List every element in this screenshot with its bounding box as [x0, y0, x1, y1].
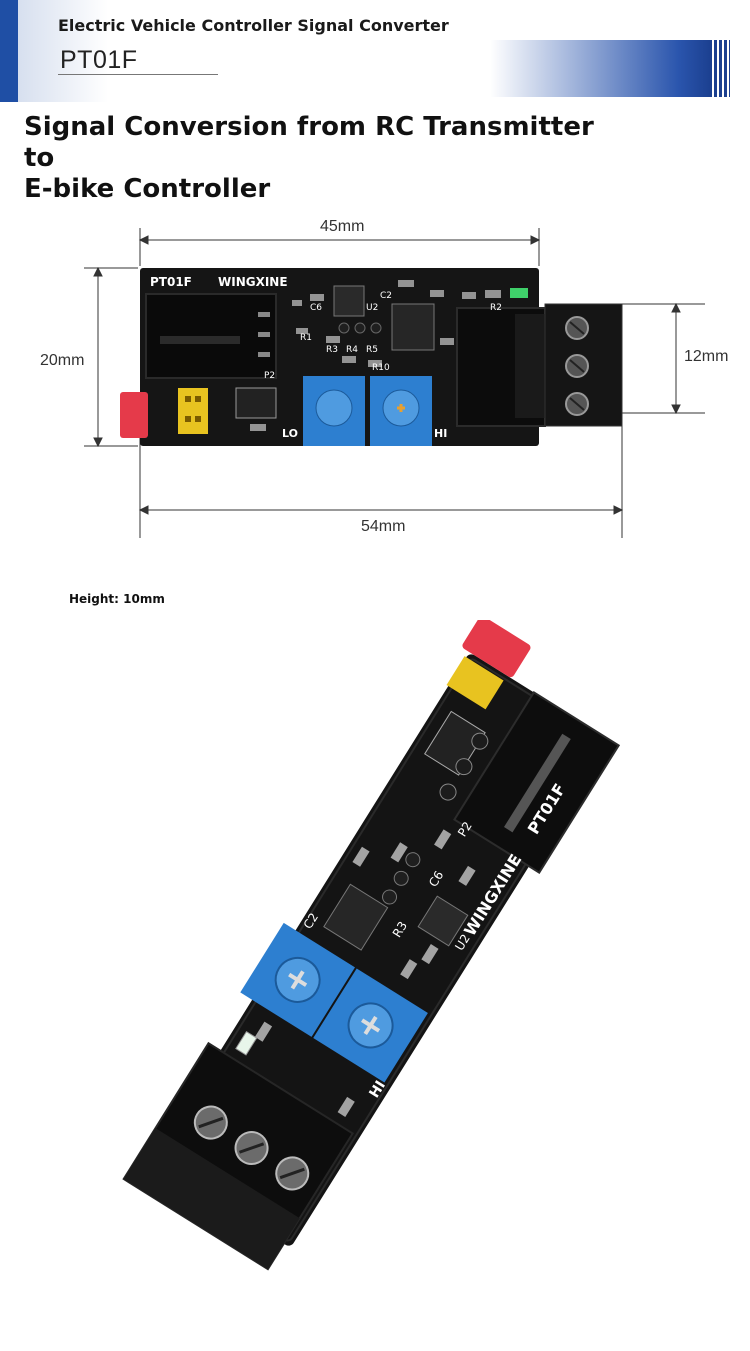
pcb-ref-labels: R3 R4 R5 R10 U2 C6 C2 R1 P2 R2 — [264, 291, 502, 381]
status-led — [510, 288, 528, 298]
photo-led — [235, 1030, 258, 1056]
photo-ref-p2: P2 — [455, 819, 475, 839]
photo-chip-main — [323, 883, 389, 951]
pcb-brand-text: WINGXINE — [218, 275, 288, 289]
header-accent-fade — [18, 0, 108, 102]
dim-total-length: 54mm — [361, 518, 406, 535]
yellow-header — [178, 388, 208, 434]
pcb-model-text: PT01F — [150, 275, 192, 289]
dim-width: 20mm — [40, 352, 85, 369]
ref-r2: R2 — [490, 303, 502, 313]
header-underline — [58, 74, 218, 75]
chip-main — [391, 303, 435, 351]
ref-r10: R10 — [372, 363, 390, 373]
ref-u2: U2 — [366, 303, 378, 313]
ref-r5: R5 — [366, 345, 378, 355]
header-accent-bar — [0, 0, 18, 102]
height-note: Height: 10mm — [69, 592, 165, 606]
ref-r1: R1 — [300, 333, 312, 343]
photo-yellow-header — [446, 656, 504, 710]
photo-regulator — [424, 710, 486, 776]
photo-red-jumper — [462, 616, 531, 678]
ref-r3: R3 — [326, 345, 338, 355]
dimension-diagram-svg: PT01F WINGXINE LO HI R3 R4 R5 R10 U2 C6 … — [84, 228, 705, 538]
ref-c2: C2 — [380, 291, 392, 301]
product-photo: WINGXINE PT01F HI P2 R3 C6 U2 C2 — [80, 616, 690, 1300]
pcb-hi-text: HI — [434, 427, 447, 440]
pcb-lo-text: LO — [282, 427, 298, 440]
chip-u2 — [333, 285, 365, 317]
header-subtitle: Electric Vehicle Controller Signal Conve… — [58, 16, 449, 35]
dim-pcb-length: 45mm — [320, 218, 365, 235]
ref-p2: P2 — [264, 371, 275, 381]
headline-line-1: Signal Conversion from RC Transmitter to — [24, 112, 594, 173]
page-headline: Signal Conversion from RC Transmitter to… — [24, 112, 624, 205]
dimension-lines — [84, 228, 705, 538]
photo-hi-text: HI — [366, 1078, 389, 1101]
ref-r4: R4 — [346, 345, 358, 355]
product-photo-svg: WINGXINE PT01F HI P2 R3 C6 U2 C2 — [122, 616, 621, 1271]
page-header: Electric Vehicle Controller Signal Conve… — [0, 0, 750, 102]
header-gradient-band — [490, 40, 712, 97]
header-stripes — [714, 40, 730, 97]
header-model: PT01F — [60, 46, 138, 74]
dim-terminal-width: 12mm — [684, 348, 729, 365]
dimension-diagram: PT01F WINGXINE LO HI R3 R4 R5 R10 U2 C6 … — [0, 210, 750, 550]
red-jumper — [120, 392, 148, 438]
headline-line-2: E-bike Controller — [24, 174, 271, 204]
regulator — [235, 387, 277, 419]
ref-c6: C6 — [310, 303, 322, 313]
photo-chip-u2 — [417, 895, 469, 947]
